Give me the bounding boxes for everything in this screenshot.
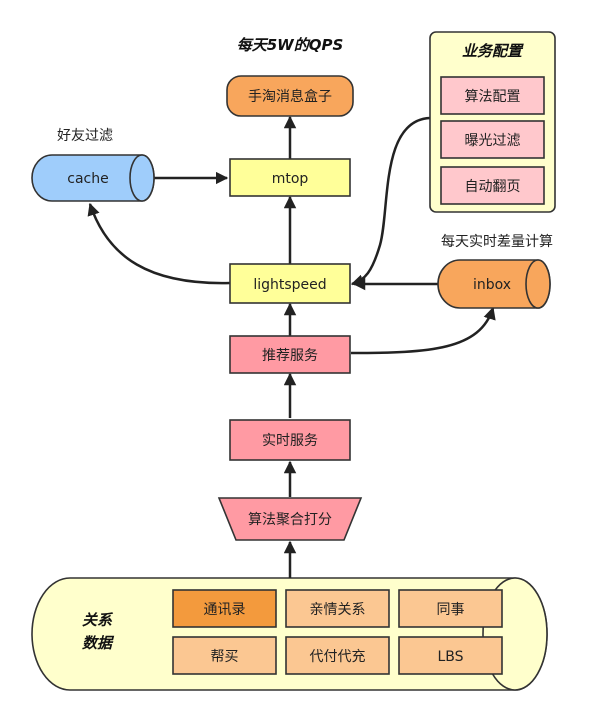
algorithm-config-label: 算法配置 bbox=[465, 89, 521, 105]
exposure-filter-box bbox=[440, 120, 545, 159]
realtime-service-label: 实时服务 bbox=[262, 433, 318, 449]
relation-data-title-line2: 数据 bbox=[82, 634, 115, 652]
relation-item-contacts: 通讯录 bbox=[204, 602, 246, 618]
realtime-service-node bbox=[229, 419, 351, 461]
inbox-node: inbox bbox=[437, 259, 551, 309]
business-config-panel: 业务配置 算法配置 曝光过滤 自动翻页 bbox=[429, 31, 556, 213]
relation-item-proxy-pay-box bbox=[285, 636, 390, 675]
relation-item-lbs-box bbox=[398, 636, 503, 675]
cache-label: cache bbox=[67, 171, 108, 187]
relation-item-contacts-box bbox=[172, 589, 277, 628]
connectors bbox=[87, 115, 496, 578]
relation-data-title-line1: 关系 bbox=[82, 611, 114, 629]
relation-item-family: 亲情关系 bbox=[310, 602, 366, 618]
recommend-service-node bbox=[229, 335, 351, 374]
taobao-message-box-node bbox=[226, 75, 354, 117]
aggregate-scoring-label: 算法聚合打分 bbox=[248, 511, 332, 528]
relation-data-cylinder: 关系 数据 通讯录 亲情关系 同事 帮买 代付代充 LBS bbox=[31, 577, 548, 691]
relation-item-lbs: LBS bbox=[437, 649, 463, 665]
auto-paging-label: 自动翻页 bbox=[465, 179, 521, 195]
arrow-recommend-to-inbox bbox=[350, 306, 496, 355]
aggregate-scoring-node bbox=[217, 497, 363, 541]
recommend-service-label: 推荐服务 bbox=[262, 348, 318, 364]
inbox-label: inbox bbox=[473, 277, 511, 293]
exposure-filter-label: 曝光过滤 bbox=[465, 133, 521, 149]
arrow-lightspeed-to-cache bbox=[87, 202, 231, 285]
relation-item-proxy-pay: 代付代充 bbox=[310, 649, 366, 665]
lightspeed-node bbox=[229, 263, 351, 304]
friend-filter-caption: 好友过滤 bbox=[57, 128, 113, 144]
algorithm-config-box bbox=[440, 76, 545, 115]
lightspeed-label: lightspeed bbox=[253, 277, 326, 293]
relation-item-help-buy: 帮买 bbox=[211, 649, 239, 665]
relation-item-help-buy-box bbox=[172, 636, 277, 675]
mtop-node bbox=[229, 158, 351, 197]
mtop-label: mtop bbox=[272, 171, 309, 187]
taobao-message-box-label: 手淘消息盒子 bbox=[248, 88, 332, 105]
relation-item-colleague-box bbox=[398, 589, 503, 628]
relation-item-family-box bbox=[285, 589, 390, 628]
cache-node: cache bbox=[31, 154, 155, 202]
realtime-diff-caption: 每天实时差量计算 bbox=[441, 234, 553, 250]
auto-paging-box bbox=[440, 166, 545, 205]
arrow-business-config-to-lightspeed bbox=[350, 116, 431, 287]
qps-caption: 每天5W的QPS bbox=[237, 36, 344, 54]
relation-item-colleague: 同事 bbox=[437, 602, 465, 618]
business-config-title: 业务配置 bbox=[462, 42, 524, 60]
